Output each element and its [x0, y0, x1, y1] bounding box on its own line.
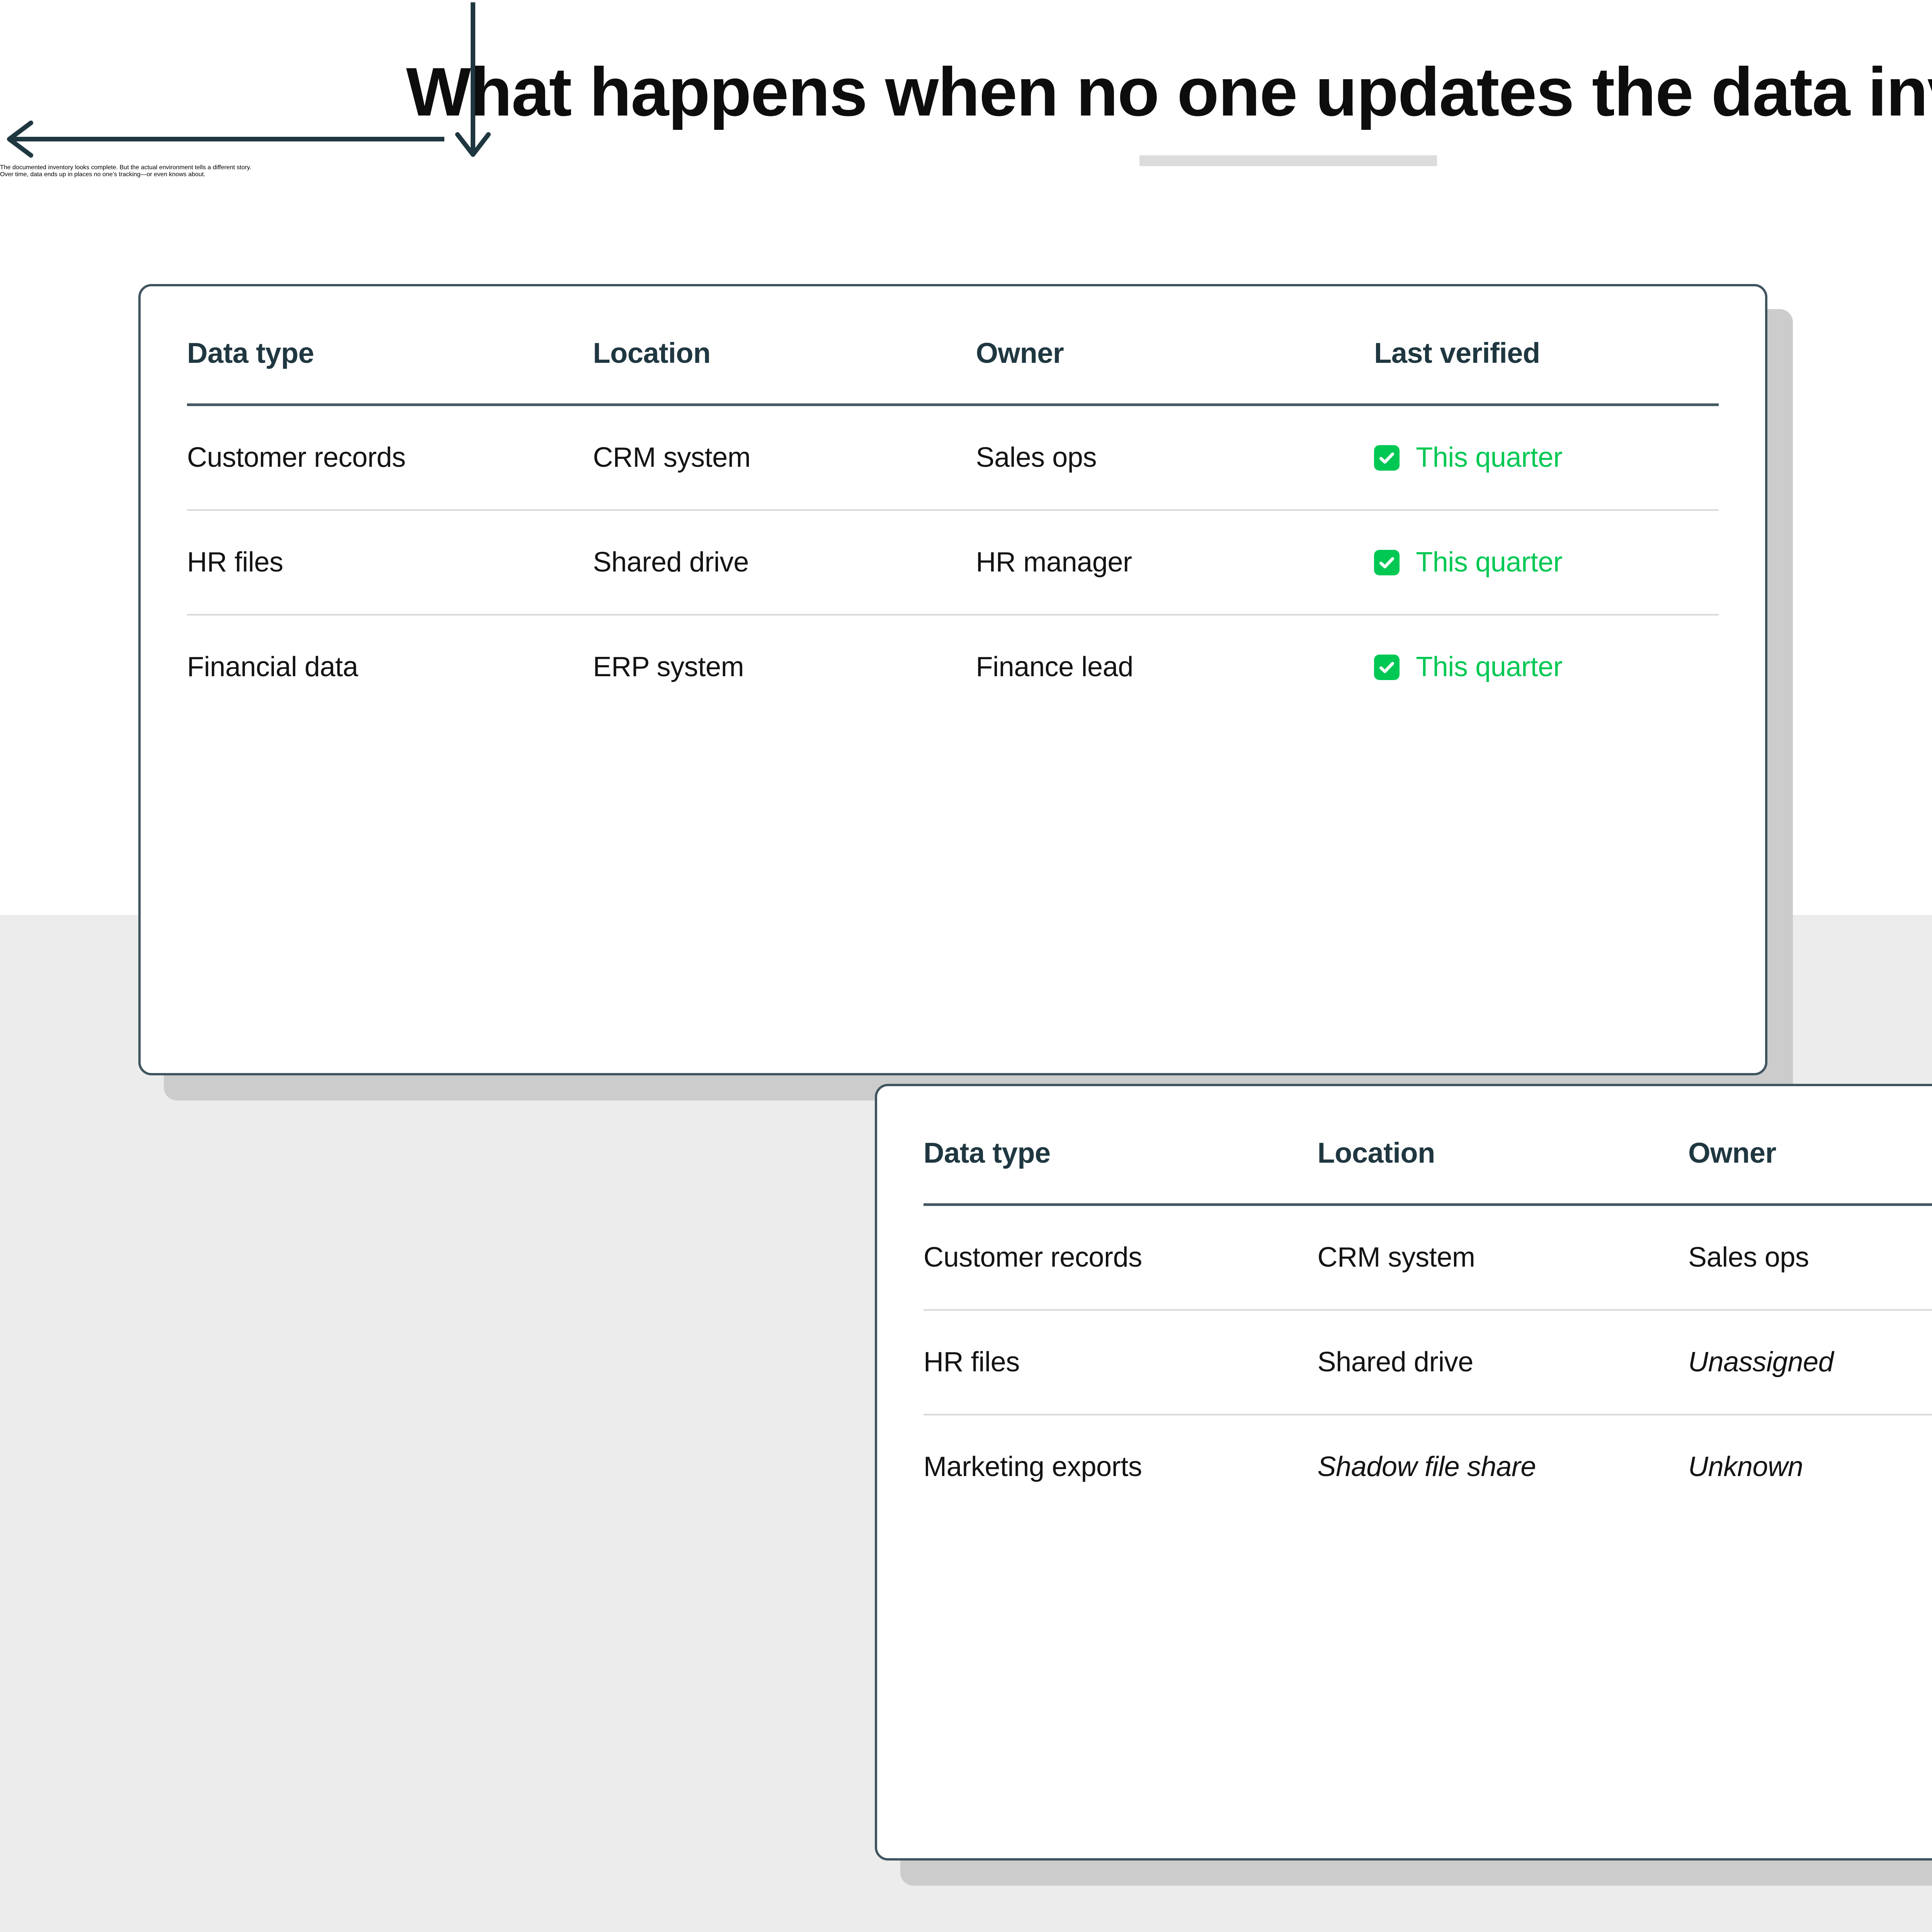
col-header-owner: Owner [976, 337, 1064, 369]
status-label: This quarter [1416, 651, 1563, 683]
cell-data-type: HR files [187, 547, 283, 578]
cell-data-type: Customer records [187, 442, 406, 473]
cell-owner: Unknown [1688, 1451, 1803, 1483]
caption-documented-inventory: The documented inventory looks complete.… [0, 164, 252, 171]
table-row: Customer records CRM system Sales ops Th… [187, 405, 1719, 510]
cell-data-type: Customer records [923, 1242, 1142, 1273]
initial-inventory-table: Data type Location Owner Last verified C… [187, 337, 1719, 719]
cell-location: ERP system [593, 651, 744, 683]
page-title: What happens when no one updates the dat… [406, 53, 1932, 130]
col-header-data-type: Data type [187, 337, 314, 369]
table-row: HR files Shared drive HR manager This qu… [187, 510, 1719, 615]
card-current-reality: Data type Location Owner Last verified C… [875, 1084, 1932, 1861]
cell-owner: Sales ops [976, 442, 1097, 473]
cell-location: Shared drive [593, 547, 749, 578]
cell-location: Shared drive [1317, 1347, 1473, 1378]
cell-last-verified: This quarter [1374, 405, 1719, 510]
check-square-icon [1374, 549, 1400, 575]
table-header-row: Data type Location Owner Last verified [187, 337, 1719, 405]
current-reality-table: Data type Location Owner Last verified C… [923, 1136, 1932, 1519]
col-header-owner: Owner [1688, 1137, 1776, 1169]
status-label: This quarter [1416, 442, 1563, 473]
cell-owner: HR manager [976, 547, 1132, 578]
col-header-data-type: Data type [923, 1137, 1051, 1169]
cell-location: CRM system [1317, 1242, 1475, 1273]
cell-data-type: Financial data [187, 651, 358, 683]
cell-location: CRM system [593, 442, 751, 473]
status-label: This quarter [1416, 547, 1563, 578]
col-header-location: Location [593, 337, 711, 369]
cell-owner: Sales ops [1688, 1242, 1809, 1273]
cell-data-type: HR files [923, 1347, 1020, 1378]
cell-data-type: Marketing exports [923, 1451, 1142, 1483]
card-initial-inventory: Data type Location Owner Last verified C… [138, 284, 1767, 1075]
col-header-last-verified: Last verified [1374, 337, 1540, 369]
cell-owner: Unassigned [1688, 1347, 1834, 1378]
cell-owner: Finance lead [976, 651, 1133, 683]
col-header-location: Location [1317, 1137, 1435, 1169]
title-divider [1139, 155, 1437, 166]
arrow-down-icon [455, 2, 491, 157]
table-header-row: Data type Location Owner Last verified [923, 1136, 1932, 1205]
page-header: What happens when no one updates the dat… [0, 54, 1932, 166]
table-row: Marketing exports Shadow file share Unkn… [923, 1415, 1932, 1519]
table-row: HR files Shared drive Unassigned [923, 1310, 1932, 1415]
table-row: Customer records CRM system Sales ops [923, 1205, 1932, 1310]
table-row: Financial data ERP system Finance lead T… [187, 615, 1719, 719]
check-square-icon [1374, 445, 1400, 471]
check-square-icon [1374, 654, 1400, 680]
caption-over-time: Over time, data ends up in places no one… [0, 171, 206, 178]
cell-location: Shadow file share [1317, 1451, 1536, 1483]
cell-last-verified: This quarter [1374, 510, 1719, 615]
arrow-left-icon [7, 121, 444, 158]
cell-last-verified: This quarter [1374, 615, 1719, 719]
